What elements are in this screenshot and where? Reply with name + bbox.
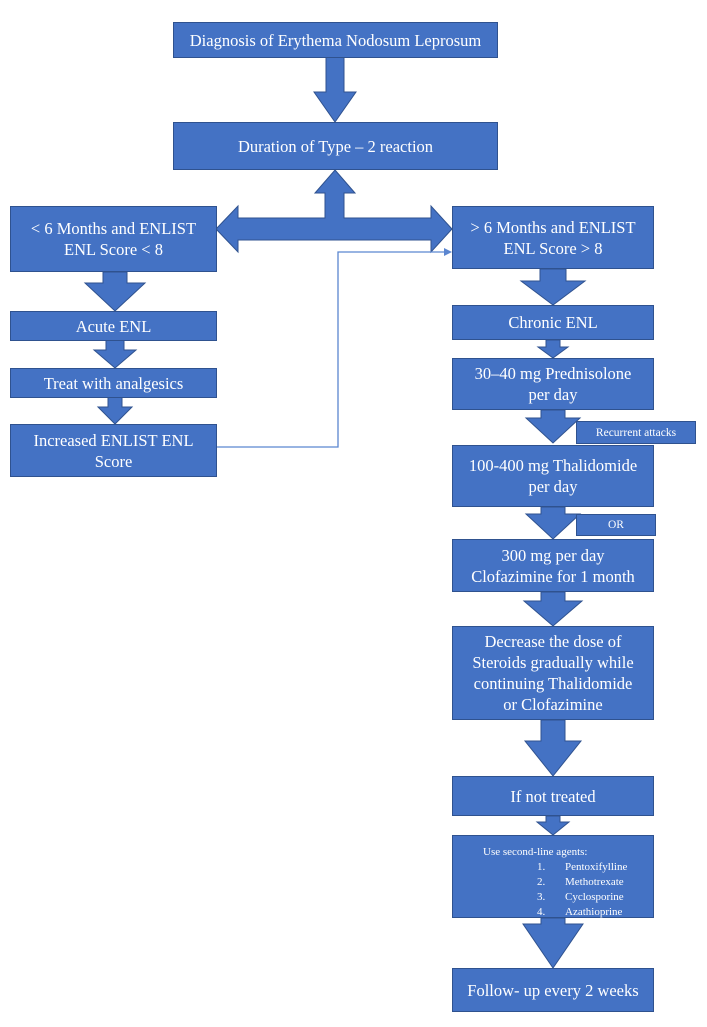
connector-increased-to-right-branch [217, 251, 448, 448]
tag-recurrent-attacks: Recurrent attacks [576, 421, 696, 444]
node-duration: Duration of Type – 2 reaction [173, 122, 498, 170]
connector-arrowhead [444, 248, 452, 256]
arrow-duration-branches [215, 169, 453, 254]
second-line-item: 2.Methotrexate [537, 876, 624, 888]
arrow-clofazimine-to-decrease [522, 591, 584, 627]
node-acute-enl: Acute ENL [10, 311, 217, 341]
arrow-diagnosis-to-duration [313, 56, 357, 123]
node-clofazimine: 300 mg per day Clofazimine for 1 month [452, 539, 654, 592]
arrow-analgesics-to-increased [96, 396, 134, 425]
arrow-right-to-chronic [519, 268, 587, 306]
second-line-item: 1.Pentoxifylline [537, 861, 628, 873]
arrow-thalidomide-to-clofazimine [524, 506, 582, 540]
node-treat-analgesics: Treat with analgesics [10, 368, 217, 398]
node-decrease-steroids: Decrease the dose of Steroids gradually … [452, 626, 654, 720]
node-diagnosis: Diagnosis of Erythema Nodosum Leprosum [173, 22, 498, 58]
arrow-not-treated-to-second-line [535, 815, 571, 836]
arrow-chronic-to-prednisolone [536, 339, 570, 359]
node-chronic-enl: Chronic ENL [452, 305, 654, 340]
node-more-than-6-months: > 6 Months and ENLIST ENL Score > 8 [452, 206, 654, 269]
node-not-treated: If not treated [452, 776, 654, 816]
arrow-second-line-to-follow-up [522, 917, 584, 969]
node-prednisolone: 30–40 mg Prednisolone per day [452, 358, 654, 410]
second-line-item: 3.Cyclosporine [537, 891, 624, 903]
second-line-item: 4.Azathioprine [537, 906, 623, 918]
arrow-decrease-to-not-treated [523, 719, 583, 777]
node-second-line-agents: Use second-line agents: 1.Pentoxifylline… [452, 835, 654, 918]
arrow-left-to-acute [83, 271, 147, 312]
arrow-acute-to-analgesics [92, 338, 138, 369]
node-less-than-6-months: < 6 Months and ENLIST ENL Score < 8 [10, 206, 217, 272]
node-thalidomide: 100-400 mg Thalidomide per day [452, 445, 654, 507]
arrow-prednisolone-to-thalidomide [524, 409, 582, 444]
second-line-title: Use second-line agents: [483, 846, 588, 858]
node-increased-score: Increased ENLIST ENL Score [10, 424, 217, 477]
tag-or: OR [576, 514, 656, 536]
node-follow-up: Follow- up every 2 weeks [452, 968, 654, 1012]
